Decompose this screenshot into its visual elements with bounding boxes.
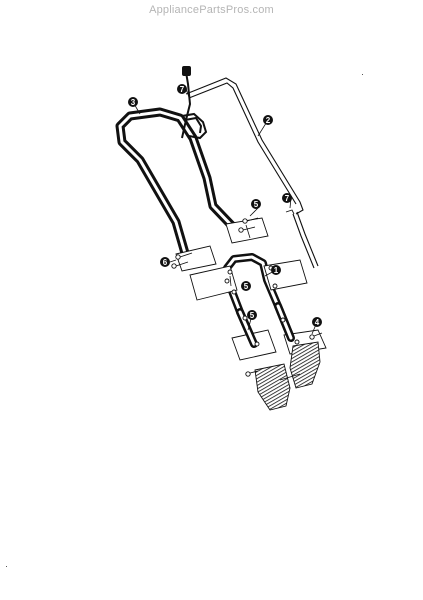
page-specks: [6, 74, 363, 567]
control-cable: [185, 77, 319, 269]
callout-5-middle: 5: [241, 281, 251, 291]
svg-text:3: 3: [131, 98, 136, 107]
bolt: [294, 339, 300, 345]
bolt: [224, 278, 230, 284]
svg-text:4: 4: [315, 318, 320, 327]
bolt: [238, 226, 256, 233]
bail-lever: [181, 71, 208, 140]
upper-handle: [115, 107, 239, 265]
bolt: [171, 261, 189, 269]
svg-text:7: 7: [180, 85, 185, 94]
callout-7-right: 7: [282, 193, 292, 203]
svg-text:7: 7: [285, 194, 290, 203]
svg-text:5: 5: [244, 282, 249, 291]
bolt: [175, 252, 193, 260]
svg-text:1: 1: [274, 266, 279, 275]
fasteners: [171, 209, 323, 377]
leader-lines: [132, 88, 318, 335]
tine-guard: [254, 341, 321, 411]
callout-2: 2: [263, 115, 273, 125]
callout-1: 1: [271, 265, 281, 275]
bolt: [242, 315, 248, 321]
bolt: [254, 341, 260, 347]
svg-text:5: 5: [250, 311, 255, 320]
lower-handle: [223, 253, 295, 348]
bolt: [231, 289, 237, 295]
callout-6-left: 6: [160, 257, 170, 267]
bolt: [227, 269, 233, 275]
bolt: [280, 317, 286, 323]
lower-handle-legs: [236, 302, 295, 348]
svg-text:5: 5: [254, 200, 259, 209]
svg-text:6: 6: [163, 258, 168, 267]
plate-middle-right: [263, 259, 308, 291]
callout-3: 3: [128, 97, 138, 107]
watermark-text: AppliancePartsPros.com: [149, 4, 274, 16]
callout-5-upper: 5: [251, 199, 261, 209]
bolt: [309, 332, 323, 340]
bolt: [242, 217, 259, 224]
bail-grip: [182, 66, 191, 76]
plate-upper-left: [175, 245, 217, 272]
svg-text:2: 2: [266, 116, 271, 125]
bolt: [272, 283, 278, 289]
plate-middle-left: [189, 265, 238, 301]
clip: [285, 209, 295, 215]
callout-5-lower: 5: [247, 310, 257, 320]
callout-4: 4: [312, 317, 322, 327]
bolt: [245, 370, 259, 377]
callout-7-top: 7: [177, 84, 187, 94]
